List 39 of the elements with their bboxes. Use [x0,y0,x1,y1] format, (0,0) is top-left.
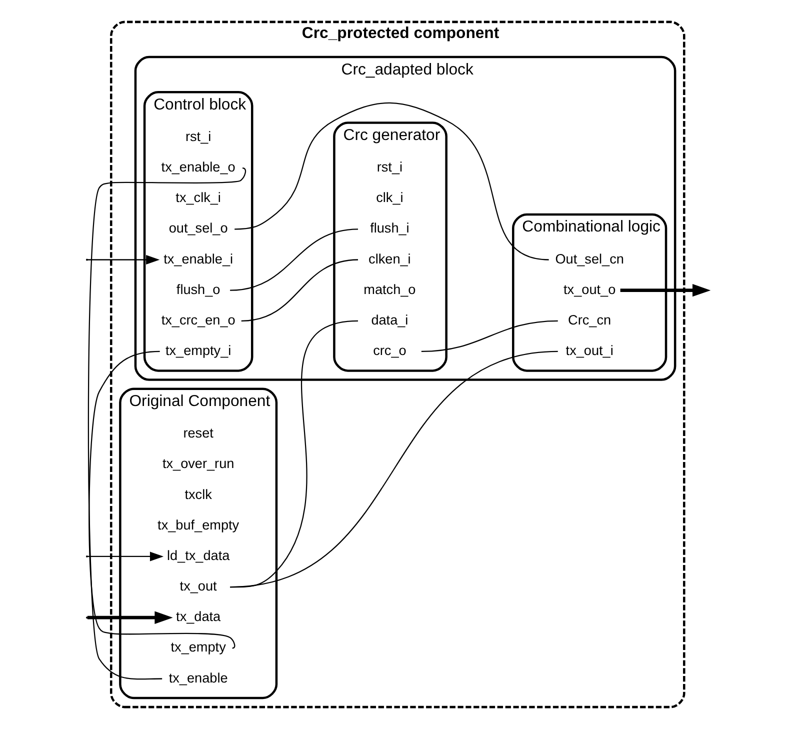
node-text: tx_crc_en_o [160,312,235,328]
node-text: Crc_cn [568,312,611,328]
node-text: tx_enable [168,670,228,686]
node-text: flush_o [176,282,220,297]
node-text: flush_i [370,220,409,236]
node-text: tx_enable_o [160,160,235,175]
connector [240,259,358,322]
connector [87,168,246,680]
node-text: tx_enable_i [163,251,233,266]
arrow [620,284,710,297]
node-text: match_o [363,282,416,297]
node-text: crc_o [372,342,406,358]
connector [229,350,558,588]
node-text: tx_clk_i [175,190,220,206]
node-text: tx_out_i [565,342,613,358]
node-text: tx_data [176,609,220,624]
connector [420,320,558,352]
node-text: rst_i [184,128,211,144]
node-text: reset [182,426,213,441]
node-text: clk_i [376,190,403,206]
connector [229,228,358,291]
node-text: tx_over_run [162,456,234,472]
connector [234,102,548,260]
arrow [86,254,160,265]
node-text: tx_out [179,578,216,594]
node-text: ld_tx_data [166,548,230,563]
node-text: data_i [370,312,408,328]
arrow [86,552,164,562]
node-text: out_sel_o [168,220,228,236]
arrow [86,611,172,624]
node-text: clken_i [368,251,410,266]
node-text: Out_sel_cn [554,251,624,266]
node-text: tx_empty_i [164,342,231,358]
node-text: tx_empty [170,640,226,655]
node-text: tx_buf_empty [157,517,239,532]
connector [88,350,235,648]
node-text: tx_out_o [563,282,616,297]
node-text: rst_i [376,160,402,175]
node-text: txclk [184,486,212,502]
